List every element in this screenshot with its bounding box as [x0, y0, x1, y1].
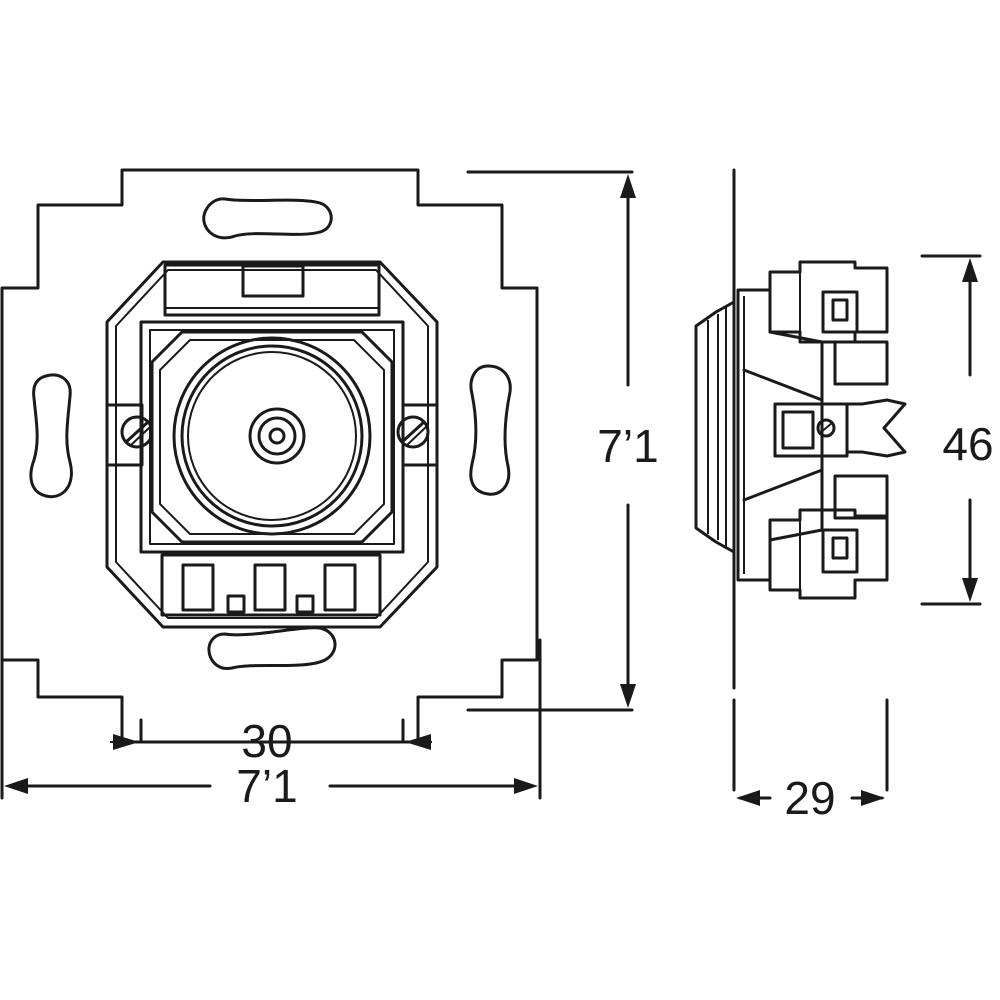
spindle-outer — [248, 407, 306, 465]
bottom-terminal-block — [160, 553, 382, 617]
top-terminal — [768, 260, 889, 344]
front-dimensions: 7’1 30 7’1 — [0, 170, 659, 812]
width-arrow-left — [4, 778, 28, 794]
overall-width-label: 7’1 — [236, 760, 297, 812]
middle-mechanism — [742, 340, 907, 520]
width-arrow-right — [514, 778, 538, 794]
depth-label: 29 — [784, 772, 835, 824]
mounting-frame — [0, 168, 539, 744]
height-arrow-down — [620, 684, 636, 708]
inner-width-label: 30 — [241, 715, 292, 767]
rotary-knob-ring — [180, 344, 364, 528]
top-mounting-slot — [202, 197, 333, 240]
side-front-insert — [694, 300, 736, 554]
rotary-frame-inner — [149, 329, 395, 545]
left-screw-icon — [120, 415, 154, 449]
spindle-center — [268, 427, 286, 445]
left-screw-tab — [105, 403, 144, 467]
side-dimensions: 46 29 — [732, 254, 994, 824]
depth-arrow-left — [736, 790, 760, 806]
rotary-knob-inner — [187, 351, 357, 521]
depth-arrow-right — [861, 790, 885, 806]
rotary-octagon-outer — [150, 330, 394, 544]
right-screw-icon — [396, 415, 430, 449]
terminal-height-label: 46 — [942, 418, 993, 470]
overall-height-label: 7’1 — [597, 420, 658, 472]
left-mounting-slot — [29, 373, 73, 499]
indicator-window — [241, 264, 305, 298]
bottom-terminal — [768, 508, 889, 600]
rotary-frame-outer — [139, 320, 405, 554]
terminal-height-arrow-down — [962, 578, 978, 602]
right-screw-tab — [401, 403, 439, 467]
bottom-mounting-slot — [207, 626, 337, 670]
height-arrow-up — [620, 174, 636, 198]
front-view — [0, 168, 539, 744]
right-mounting-slot — [469, 364, 512, 496]
terminal-height-arrow-up — [962, 258, 978, 282]
rotary-knob-outer — [172, 336, 372, 536]
side-screw-icon — [816, 418, 836, 438]
rotary-octagon-inner — [159, 339, 385, 535]
spindle-middle — [257, 416, 297, 456]
side-view — [694, 168, 907, 690]
mechanism-housing — [105, 260, 439, 629]
